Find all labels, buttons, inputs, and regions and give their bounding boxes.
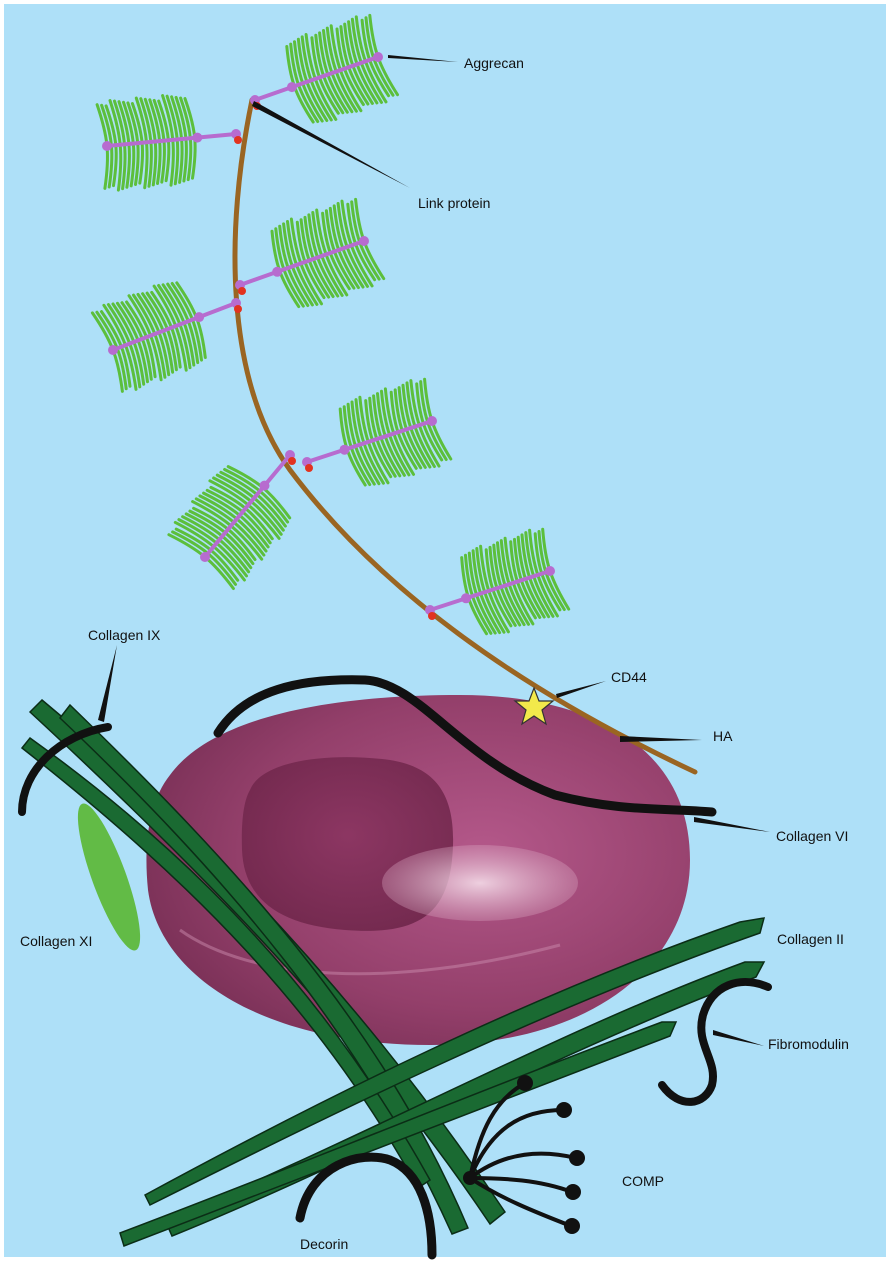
link-protein-dot	[234, 136, 242, 144]
comp-head	[463, 1171, 477, 1185]
cell-highlight	[382, 845, 578, 921]
aggrecan-globular-domain	[545, 566, 555, 576]
aggrecan-globular-domain	[373, 52, 383, 62]
link-protein-dot	[288, 457, 296, 465]
label-collagen-ix: Collagen IX	[88, 627, 161, 643]
link-protein-dot	[238, 287, 246, 295]
aggrecan-globular-domain	[102, 141, 112, 151]
link-protein-dot	[305, 464, 313, 472]
aggrecan-globular-domain	[359, 236, 369, 246]
aggrecan-globular-domain	[194, 312, 204, 322]
aggrecan-globular-domain	[461, 593, 471, 603]
comp-head	[564, 1218, 580, 1234]
comp-head	[569, 1150, 585, 1166]
comp-head	[517, 1075, 533, 1091]
comp-head	[565, 1184, 581, 1200]
aggrecan-globular-domain	[287, 82, 297, 92]
aggrecan-globular-domain	[192, 133, 202, 143]
aggrecan-globular-domain	[200, 552, 210, 562]
label-ha: HA	[713, 728, 733, 744]
label-cd44: CD44	[611, 669, 647, 685]
label-aggrecan: Aggrecan	[464, 55, 524, 71]
aggrecan-globular-domain	[108, 345, 118, 355]
label-collagen-ii: Collagen II	[777, 931, 844, 947]
aggrecan-globular-domain	[260, 481, 270, 491]
link-protein-dot	[428, 612, 436, 620]
comp-head	[556, 1102, 572, 1118]
label-link-protein: Link protein	[418, 195, 490, 211]
label-collagen-xi: Collagen XI	[20, 933, 92, 949]
aggrecan-globular-domain	[272, 267, 282, 277]
label-collagen-vi: Collagen VI	[776, 828, 848, 844]
label-fibromodulin: Fibromodulin	[768, 1036, 849, 1052]
label-decorin: Decorin	[300, 1236, 348, 1252]
label-comp: COMP	[622, 1173, 664, 1189]
aggrecan-globular-domain	[340, 445, 350, 455]
aggrecan-globular-domain	[427, 416, 437, 426]
link-protein-dot	[234, 305, 242, 313]
